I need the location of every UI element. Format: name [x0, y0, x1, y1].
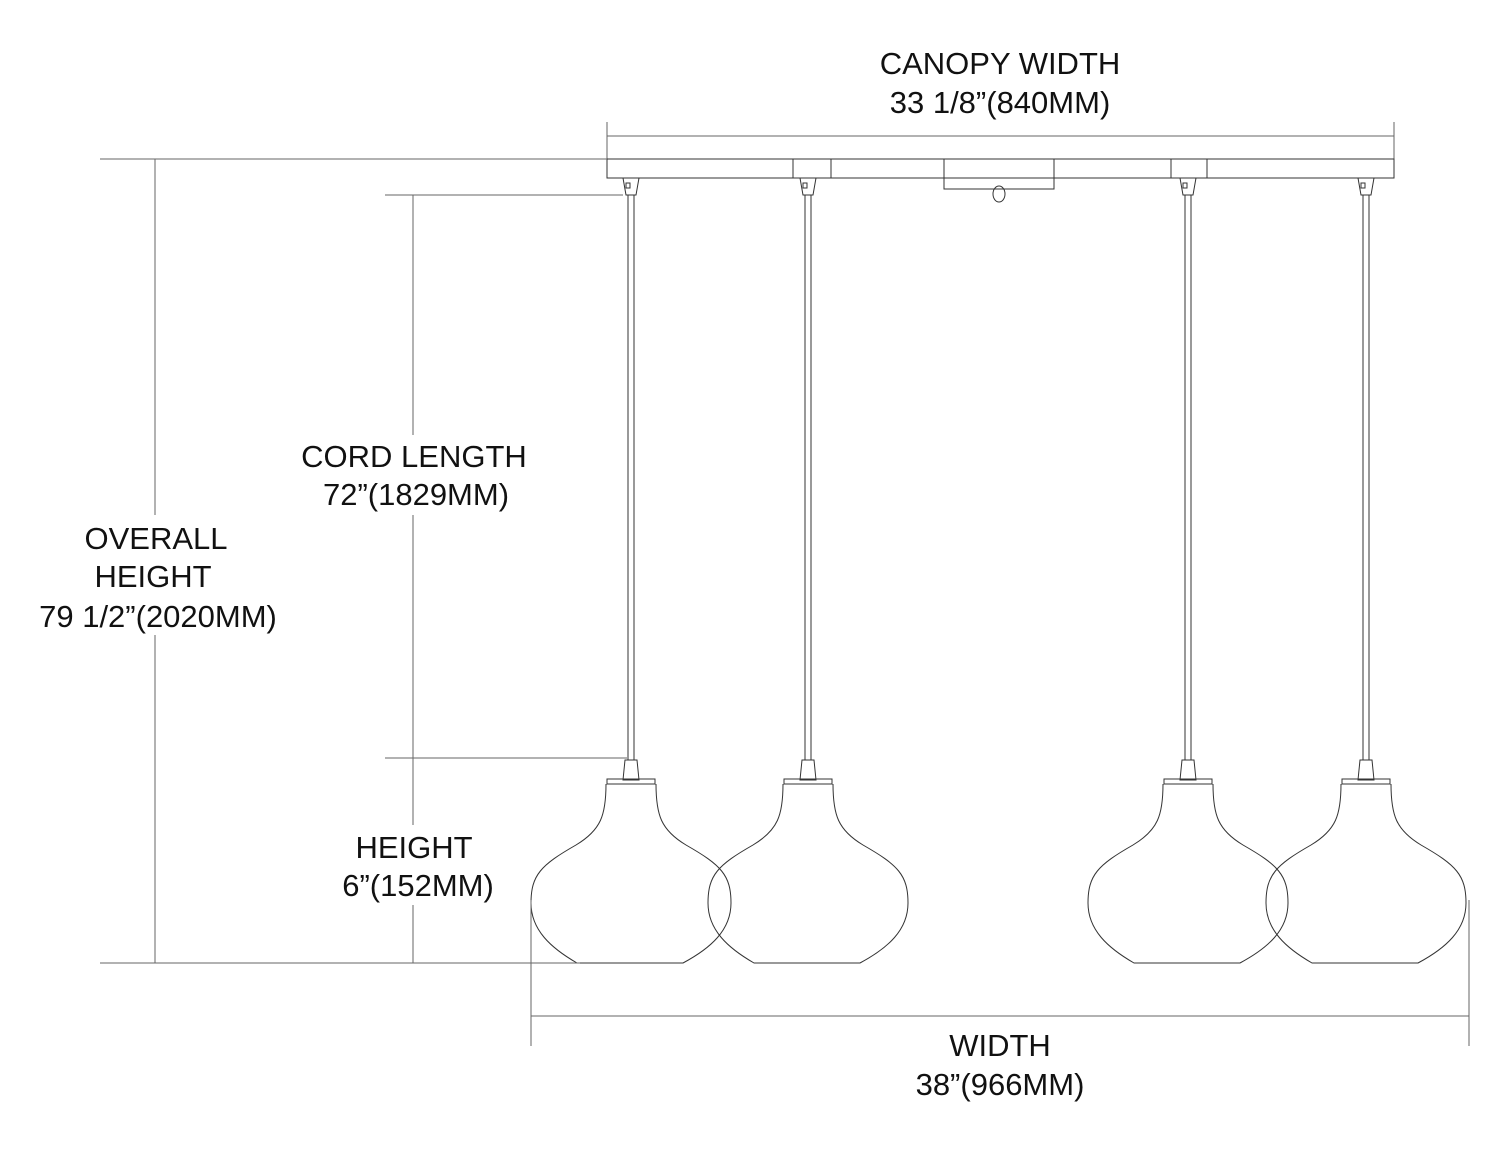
width-value: 38”(966MM) — [916, 1067, 1085, 1102]
width-dimension: WIDTH 38”(966MM) — [530, 900, 1470, 1102]
width-label: WIDTH — [949, 1028, 1051, 1063]
overall-height-value: 79 1/2”(2020MM) — [39, 599, 277, 634]
set-screw — [802, 182, 808, 189]
canopy-width-dimension: CANOPY WIDTH 33 1/8”(840MM) — [606, 46, 1395, 159]
pendant-4 — [1265, 177, 1467, 964]
pendant-shade — [1087, 177, 1289, 964]
canopy-width-label: CANOPY WIDTH — [880, 46, 1121, 81]
set-screw — [1360, 182, 1366, 189]
height-label: HEIGHT — [355, 830, 472, 865]
overall-height-label-1: OVERALL — [84, 521, 227, 556]
canopy — [606, 158, 1395, 203]
set-screw — [625, 182, 631, 189]
pendant-shade — [707, 177, 909, 964]
pendant-2 — [707, 177, 909, 964]
height-value: 6”(152MM) — [342, 868, 494, 903]
overall-height-dimension: OVERALL HEIGHT 79 1/2”(2020MM) — [20, 158, 607, 964]
cord-length-dimension: CORD LENGTH 72”(1829MM) HEIGHT 6”(152MM) — [285, 194, 627, 963]
pendant-shade — [530, 177, 732, 964]
cord-length-label: CORD LENGTH — [301, 439, 527, 474]
pendant-3 — [1087, 177, 1289, 964]
overall-height-label-2: HEIGHT — [94, 559, 211, 594]
cord-length-value: 72”(1829MM) — [323, 477, 509, 512]
canopy-width-value: 33 1/8”(840MM) — [890, 85, 1111, 120]
pendants — [530, 177, 1467, 964]
pendant-1 — [530, 177, 732, 964]
pendant-shade — [1265, 177, 1467, 964]
set-screw — [1182, 182, 1188, 189]
